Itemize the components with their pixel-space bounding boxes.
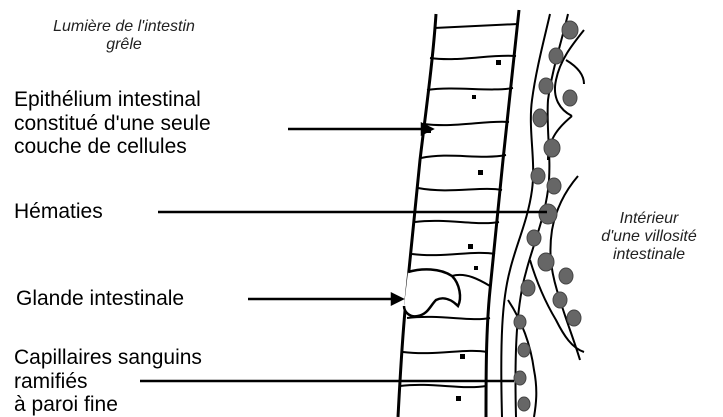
epithelium-outer-wall xyxy=(398,14,436,417)
epithelial-cell-boundaries xyxy=(400,24,518,387)
epithelium-inner-wall xyxy=(486,10,519,417)
hematies-cells xyxy=(514,21,581,411)
intestinal-gland xyxy=(404,269,460,316)
villus-interior-label: Intérieur d'une villosité intestinale xyxy=(584,210,714,264)
gland-label: Glande intestinale xyxy=(16,287,184,311)
cell-nuclei xyxy=(426,60,501,401)
hematies-label: Hématies xyxy=(14,200,103,224)
lumen-label: Lumière de l'intestin grêle xyxy=(8,18,240,54)
epithelium-label: Epithélium intestinal constitué d'une se… xyxy=(14,88,211,159)
capillaries-label: Capillaires sanguins ramifiés à paroi fi… xyxy=(14,346,202,417)
